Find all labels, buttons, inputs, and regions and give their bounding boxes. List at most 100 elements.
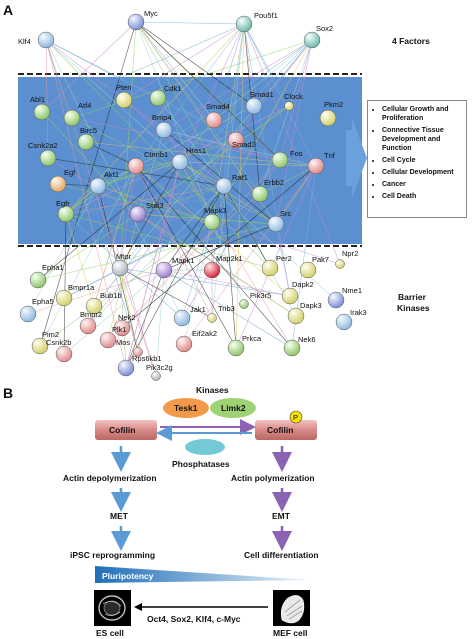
node-label-prkca: Prkca [242, 334, 262, 343]
node-fos [271, 151, 289, 169]
node-label-irak3: Irak3 [350, 308, 367, 317]
node-label-jak1: Jak1 [190, 305, 206, 314]
node-label-birc5: Birc5 [80, 126, 97, 135]
network-edge [279, 39, 313, 161]
network-edge [71, 117, 277, 225]
es-cell-image [94, 590, 131, 626]
network-edge [179, 119, 215, 163]
cofilin-left-box [95, 420, 157, 440]
network-edge [135, 21, 261, 195]
es-cell-label: ES cell [96, 628, 124, 638]
right-step-3: Cell differentiation [244, 550, 319, 560]
network-edge [93, 39, 313, 307]
legend-item: Cellular Development [382, 168, 462, 177]
node-cdk1 [149, 89, 167, 107]
network-edge [179, 23, 245, 163]
node-label-smad4: Smad4 [206, 102, 230, 111]
network-edge [135, 21, 215, 121]
network-edge [213, 23, 245, 121]
node-pik3r5 [239, 299, 249, 309]
node-smad1 [245, 97, 263, 115]
left-step-3: iPSC reprogramming [70, 550, 155, 560]
pluripotency-label: Pluripotency [102, 571, 154, 581]
node-label-bmpr1a: Bmpr1a [68, 283, 95, 292]
node-mtor [111, 259, 129, 277]
panel-b-letter: B [3, 385, 13, 401]
node-mapk3 [203, 213, 221, 231]
node-abl1 [33, 103, 51, 121]
node-pou5f1 [235, 15, 253, 33]
network-edge [93, 165, 137, 307]
node-mos [133, 347, 143, 357]
node-myc [127, 13, 145, 31]
network-edge [71, 39, 313, 119]
pluripotency-wedge [95, 566, 310, 583]
network-edge [137, 185, 225, 215]
phosphatases-oval [185, 439, 225, 455]
cofilin-right-label: Cofilin [267, 425, 293, 435]
network-edge [163, 223, 277, 271]
node-label-pik3r5: Pik3r5 [250, 291, 271, 300]
node-bmpr1a [55, 289, 73, 307]
left-step-2: MET [110, 511, 129, 521]
network-edge [137, 213, 213, 223]
node-pik3c2g [151, 371, 161, 381]
node-label-tnf: Tnf [324, 151, 336, 160]
right-step-1: Actin polymerization [231, 473, 315, 483]
node-irak3 [335, 313, 353, 331]
network-edge [135, 21, 255, 107]
node-label-mtor: Mtor [116, 252, 132, 261]
node-label-pou5f1: Pou5f1 [254, 11, 278, 20]
network-edge [137, 161, 181, 353]
panel-a-letter: A [3, 2, 13, 18]
node-epha5 [19, 305, 37, 323]
network-edge [211, 159, 281, 271]
network-edge [63, 213, 67, 355]
network-edges [27, 21, 341, 377]
annotation-legend: Cellular Growth and Proliferation Connec… [367, 100, 467, 218]
network-edge [223, 159, 281, 187]
reprogramming-arrowhead [134, 603, 142, 611]
node-label-pten: Pten [116, 83, 131, 92]
group-label-kinases: Kinases [397, 303, 430, 313]
node-label-fos: Fos [290, 149, 303, 158]
node-label-map2k1: Map2k1 [216, 254, 243, 263]
node-hras1 [171, 153, 189, 171]
node-label-clock: Clock [284, 92, 303, 101]
node-birc5 [77, 133, 95, 151]
right-step-2: EMT [272, 511, 291, 521]
node-label-sox2: Sox2 [316, 24, 333, 33]
node-label-mapk3: Mapk3 [204, 206, 227, 215]
network-edge [243, 23, 290, 107]
network-edge [87, 39, 313, 327]
node-label-egf: Egf [64, 168, 76, 177]
network-edge [183, 165, 317, 345]
node-nek6 [283, 339, 301, 357]
network-edge [41, 111, 139, 215]
network-edge [63, 269, 165, 355]
network-edge [119, 161, 181, 269]
network-edge [45, 39, 121, 269]
node-label-atf4: Atf4 [78, 101, 91, 110]
node-label-dapk3: Dapk3 [300, 301, 322, 310]
network-edge [119, 267, 291, 297]
node-trib3 [207, 313, 217, 323]
node-label-bub1b: Bub1b [100, 291, 122, 300]
node-erbb2 [251, 185, 269, 203]
node-label-plk1: Plk1 [112, 325, 127, 334]
node-csnk2b [55, 345, 73, 363]
limk2-label: Limk2 [221, 403, 246, 413]
network-edge [45, 39, 49, 159]
node-bmpr2 [79, 317, 97, 335]
network-edge [119, 39, 313, 269]
cofilin-right-box [255, 420, 317, 440]
node-label-mapk1: Mapk1 [172, 256, 195, 265]
node-akt1 [89, 177, 107, 195]
node-label-nek6: Nek6 [298, 335, 316, 344]
node-npr2 [335, 259, 345, 269]
node-label-pik3c2g: Pik3c2g [146, 363, 173, 372]
network-edge [97, 105, 255, 187]
network-edge [243, 23, 317, 167]
network-edge [121, 159, 281, 329]
